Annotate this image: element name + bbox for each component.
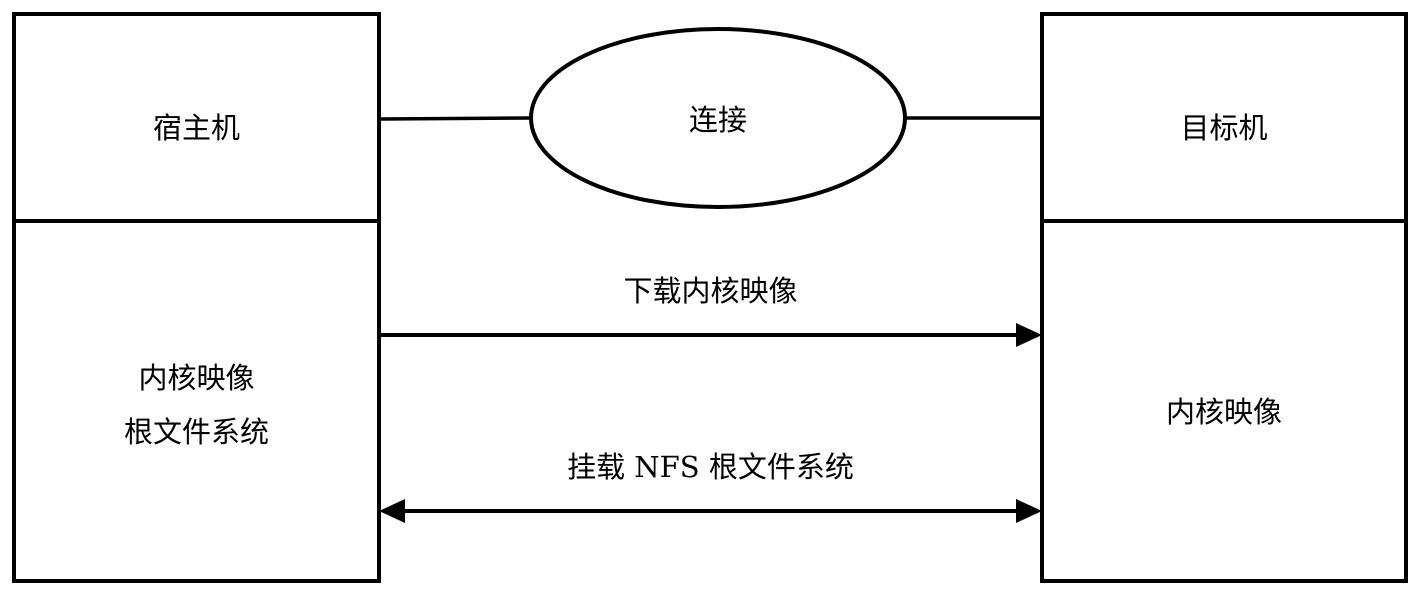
target-content: 内核映像	[1165, 395, 1282, 429]
host-box	[12, 12, 381, 583]
download-arrow-head	[1016, 323, 1042, 347]
target-box	[1040, 12, 1408, 583]
connection-line-left	[378, 116, 531, 121]
connection-label: 连接	[688, 103, 747, 137]
host-content-line1: 内核映像	[138, 361, 255, 395]
download-label: 下载内核映像	[623, 274, 798, 308]
mount-label: 挂载 NFS 根文件系统	[567, 450, 854, 484]
target-title: 目标机	[1180, 111, 1268, 145]
mount-arrow-head-left	[379, 499, 405, 523]
host-content-line2: 根文件系统	[123, 415, 269, 449]
mount-arrow-head-right	[1016, 499, 1042, 523]
host-title: 宿主机	[152, 111, 240, 145]
